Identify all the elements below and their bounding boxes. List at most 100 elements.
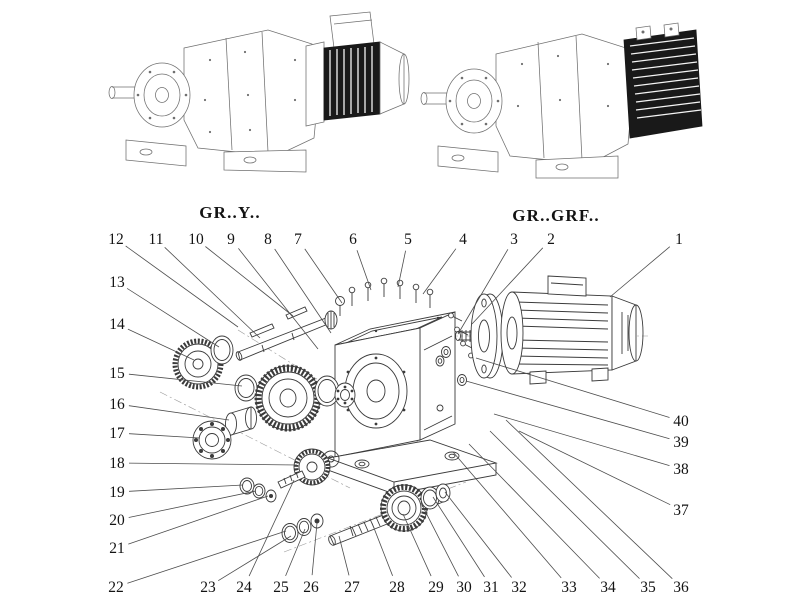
callout-7-leader: [304, 248, 343, 304]
part-washers-left: [239, 477, 277, 503]
callout-36-label: 36: [673, 579, 689, 596]
callout-11-leader: [164, 247, 261, 339]
callout-33-leader: [452, 451, 562, 579]
callout-40-leader: [475, 357, 670, 418]
assembled-view-gr-grf: [420, 22, 703, 179]
part-small-bearing: [334, 382, 356, 408]
callout-2-label: 2: [547, 231, 555, 248]
callout-9-leader: [238, 248, 319, 350]
part-motor-flange: [470, 293, 504, 379]
variant-label-left: GR..Y..: [199, 203, 261, 222]
callout-15-leader: [128, 373, 243, 387]
callout-2-leader: [471, 247, 544, 325]
callout-29-leader: [402, 513, 432, 577]
part-ball-bearing: [192, 420, 232, 460]
part-eyebolt: [335, 296, 345, 316]
callout-35-leader: [489, 430, 640, 579]
callout-23-label: 23: [200, 579, 216, 596]
callout-14-leader: [127, 328, 195, 361]
variant-label-right: GR..GRF..: [512, 206, 600, 225]
callout-21-leader: [128, 495, 269, 545]
callout-12-leader: [125, 245, 239, 328]
callout-20-label: 20: [109, 512, 125, 529]
callout-24-leader: [248, 479, 295, 577]
callout-18-leader: [128, 462, 298, 466]
callout-21-label: 21: [109, 540, 125, 557]
callout-34-label: 34: [600, 579, 616, 596]
callout-20-leader: [128, 490, 257, 518]
callout-8-label: 8: [264, 231, 272, 248]
callout-28-leader: [371, 522, 393, 576]
callout-19-label: 19: [109, 484, 125, 501]
callout-29-label: 29: [428, 579, 444, 596]
callout-6-leader: [356, 250, 372, 291]
callout-1-leader: [609, 246, 671, 298]
callout-26-leader: [311, 522, 318, 576]
callout-1-label: 1: [675, 231, 683, 248]
callout-25-label: 25: [273, 579, 289, 596]
part-input-shaft: [235, 310, 338, 361]
callout-22-label: 22: [108, 579, 124, 596]
callout-26-label: 26: [303, 579, 319, 596]
callout-9-label: 9: [227, 231, 235, 248]
callout-27-label: 27: [344, 579, 360, 596]
callout-38-label: 38: [673, 461, 689, 478]
callout-40-label: 40: [673, 413, 689, 430]
callout-13-label: 13: [109, 274, 125, 291]
callout-31-leader: [432, 496, 485, 578]
callout-25-leader: [285, 528, 306, 577]
callout-5-label: 5: [404, 231, 412, 248]
callout-15-label: 15: [109, 365, 125, 382]
callout-34-leader: [468, 443, 600, 579]
callout-16-label: 16: [109, 396, 125, 413]
callout-17-leader: [128, 433, 201, 439]
callout-3-label: 3: [510, 231, 518, 248]
part-cover-bolts: [348, 277, 434, 308]
callout-17-label: 17: [109, 425, 125, 442]
callout-10-leader: [205, 246, 294, 317]
callout-31-label: 31: [483, 579, 499, 596]
callout-35-label: 35: [640, 579, 656, 596]
callout-4-leader: [422, 248, 457, 295]
callout-37-label: 37: [673, 502, 689, 519]
callout-22-leader: [127, 530, 287, 584]
exploded-view: [159, 275, 648, 553]
callout-7-label: 7: [294, 231, 302, 248]
callout-18-label: 18: [109, 455, 125, 472]
callout-14-label: 14: [109, 316, 125, 333]
part-flange-fasteners: [435, 312, 483, 386]
part-shaft-keys: [249, 306, 308, 338]
callout-12-label: 12: [108, 231, 124, 248]
assembled-view-gr-y: [108, 11, 410, 173]
callout-4-label: 4: [459, 231, 467, 248]
part-bushing: [225, 406, 257, 436]
callout-5-leader: [397, 250, 406, 288]
callout-8-leader: [274, 248, 332, 334]
callout-11-label: 11: [149, 231, 164, 248]
callout-38-leader: [493, 413, 670, 466]
callout-10-label: 10: [188, 231, 204, 248]
part-motor: [500, 275, 644, 385]
part-intermediate-gear: [277, 448, 340, 489]
callout-30-leader: [420, 502, 459, 577]
callout-27-leader: [338, 535, 350, 576]
part-ring-15: [234, 374, 258, 402]
part-washers-bottom: [281, 513, 324, 543]
callout-13-leader: [126, 288, 220, 348]
callout-16-leader: [128, 405, 230, 421]
callout-33-label: 33: [561, 579, 577, 596]
callout-19-leader: [128, 484, 244, 492]
callout-39-leader: [465, 380, 670, 440]
callout-39-label: 39: [673, 434, 689, 451]
callout-32-label: 32: [511, 579, 527, 596]
callout-3-leader: [457, 249, 509, 335]
part-ring-13: [210, 335, 234, 365]
callout-30-label: 30: [456, 579, 472, 596]
callout-24-label: 24: [236, 579, 252, 596]
callout-28-label: 28: [389, 579, 405, 596]
part-gear-housing: [326, 311, 498, 495]
part-output-shaft: [328, 483, 451, 546]
